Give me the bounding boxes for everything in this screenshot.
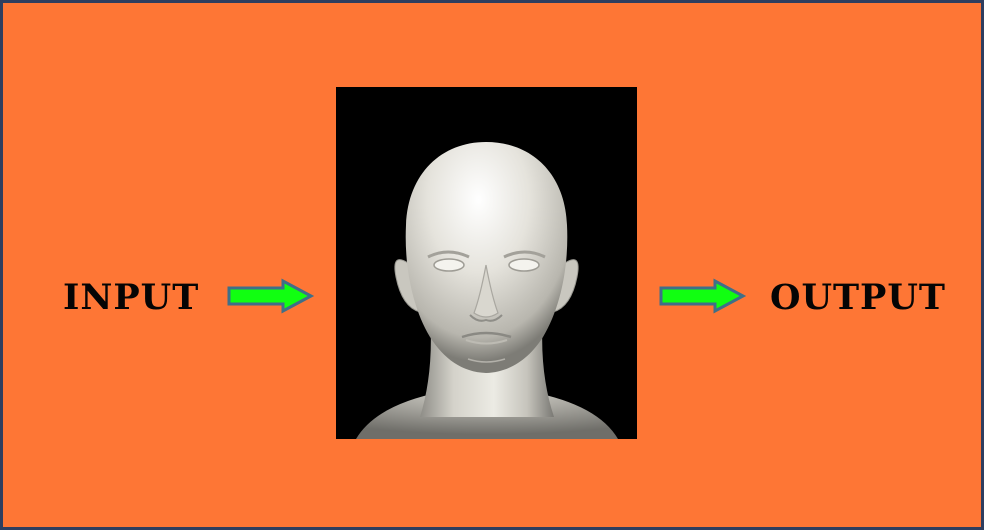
head-image xyxy=(336,87,637,439)
output-label: OUTPUT xyxy=(770,280,946,315)
input-label: INPUT xyxy=(63,280,199,315)
right-arrow-icon xyxy=(657,278,747,314)
right-arrow-icon xyxy=(225,278,315,314)
human-head-icon xyxy=(336,87,637,439)
